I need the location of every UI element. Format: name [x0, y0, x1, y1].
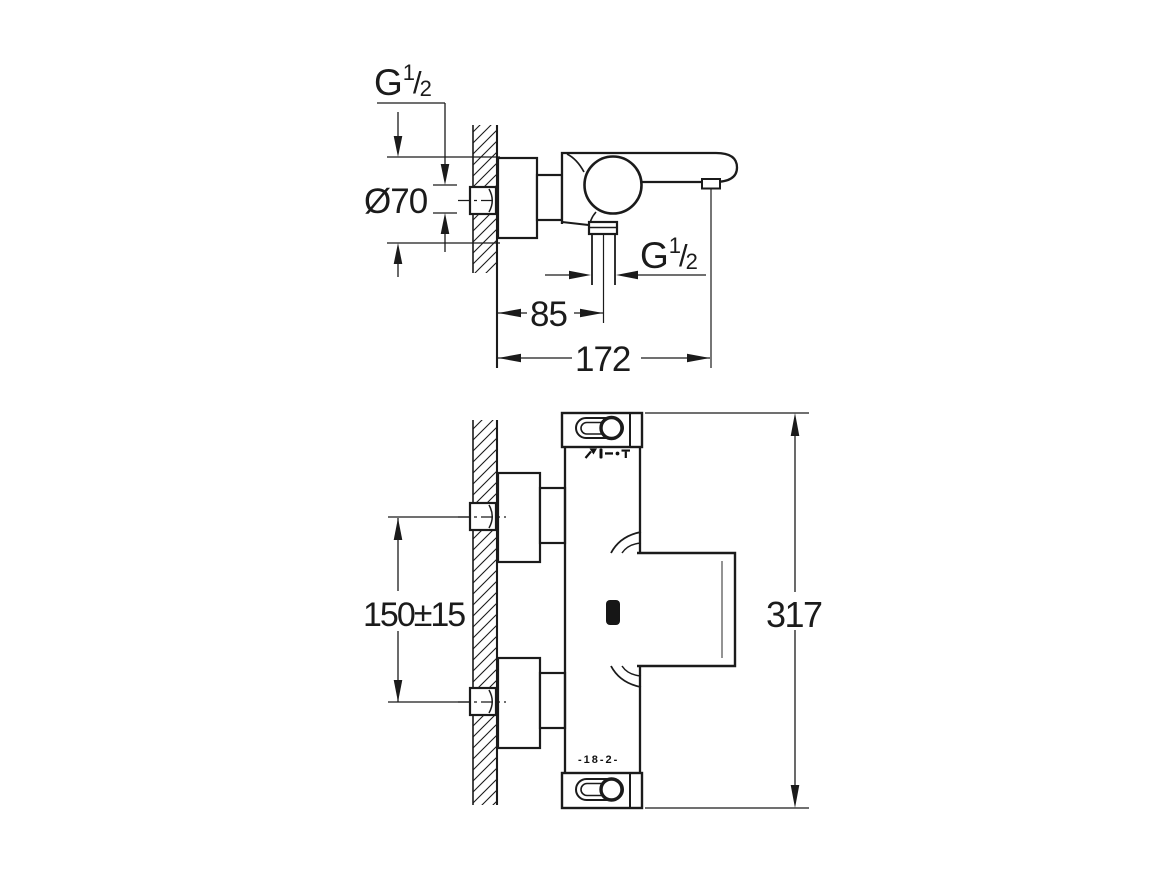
- upper-shank: [538, 486, 567, 545]
- flange-diameter-dimension: [393, 112, 403, 277]
- dimension-label-thread-outlet: G1/2: [640, 233, 698, 276]
- arrowhead: [687, 353, 710, 363]
- dimension-label-172: 172: [575, 340, 631, 379]
- arrowhead: [393, 136, 403, 157]
- bottom-cap: [560, 771, 644, 810]
- connection-shank-side: [535, 173, 564, 222]
- top-cap: [560, 411, 644, 449]
- body-scale-marking: -18-2-: [578, 754, 620, 766]
- arrowhead: [790, 413, 800, 436]
- control-knob-side: [583, 155, 643, 215]
- toggle-knob: [599, 777, 624, 802]
- body-fillet: [566, 153, 585, 173]
- escutcheon-side: [496, 156, 539, 240]
- bar-symbol: [599, 448, 603, 459]
- lower-escutcheon: [496, 656, 542, 750]
- arrowhead: [393, 243, 403, 264]
- arrowhead: [790, 785, 800, 808]
- lower-shank: [538, 671, 567, 730]
- arrowhead: [440, 164, 450, 185]
- grohe-logo: [606, 600, 620, 625]
- hand-shower-icon: [584, 450, 592, 459]
- wall-section-side-view: [472, 125, 499, 368]
- dot-symbol: [615, 451, 620, 456]
- block-fillet: [610, 531, 642, 554]
- spout-aerator: [701, 178, 721, 190]
- dimension-label-317: 317: [766, 594, 823, 635]
- arrowhead: [498, 353, 521, 363]
- dimension-label-150: 150±15: [363, 596, 466, 634]
- spout-symbol: [621, 449, 630, 452]
- side-view: [377, 102, 739, 368]
- block-fillet: [610, 665, 642, 688]
- dimension-85: [498, 308, 603, 318]
- dimension-label-85: 85: [530, 295, 568, 334]
- dimension-317: [645, 412, 809, 809]
- wall-section-front-view: [472, 420, 499, 805]
- arrowhead: [440, 213, 450, 234]
- mixer-body-side: [560, 151, 739, 368]
- arrowhead: [498, 308, 521, 318]
- arrowhead: [580, 308, 603, 318]
- arrowhead: [569, 270, 591, 280]
- hand-shower-icon: [589, 448, 597, 455]
- arrowhead: [616, 270, 638, 280]
- front-view: [388, 411, 809, 810]
- arrowhead: [393, 680, 403, 702]
- block-fillet: [621, 665, 642, 677]
- dimension-150: [393, 518, 403, 702]
- control-symbols-icon: [584, 448, 630, 459]
- outlet-thread-dimension: [545, 270, 706, 280]
- toggle-knob: [599, 415, 624, 441]
- wall-hatch: [473, 420, 497, 805]
- block-fillet: [621, 542, 642, 554]
- dimension-172: [498, 353, 710, 363]
- thread-top-leader: [377, 102, 450, 252]
- dash-symbol: [605, 452, 613, 455]
- spout-symbol: [624, 451, 627, 458]
- spout-block-front: [637, 551, 737, 668]
- arrowhead: [393, 518, 403, 540]
- mixer-body-front: [560, 411, 737, 810]
- dimension-label-flange-diameter: Ø70: [364, 182, 428, 221]
- dimension-label-thread-top: G1/2: [374, 60, 432, 103]
